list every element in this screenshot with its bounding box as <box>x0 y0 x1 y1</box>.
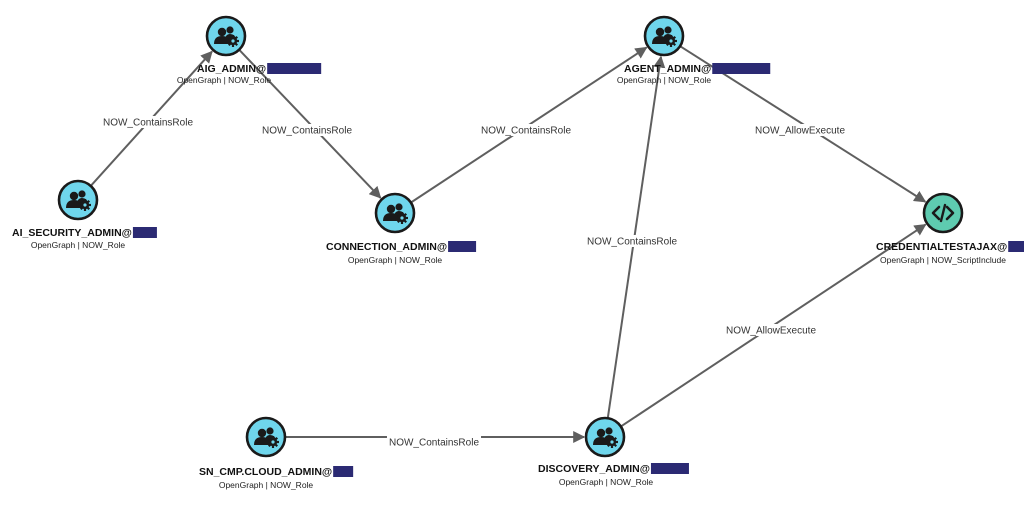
edge-label-background <box>752 124 848 136</box>
edge-aig-conn[interactable]: NOW_ContainsRole <box>239 49 382 199</box>
node-subtitle: OpenGraph | NOW_Role <box>31 240 126 250</box>
redaction-bar <box>333 466 354 477</box>
node-subtitle: OpenGraph | NOW_Role <box>559 477 654 487</box>
edge-sncmp-disc[interactable]: NOW_ContainsRole <box>286 431 586 449</box>
node-title: AIG_ADMIN@ <box>197 63 266 75</box>
edge-disc-agent[interactable]: NOW_ContainsRole <box>584 55 680 418</box>
node-circle[interactable] <box>205 15 247 57</box>
edge-label-background <box>723 324 819 336</box>
node-title: DISCOVERY_ADMIN@ <box>538 463 650 475</box>
node-circle[interactable] <box>245 416 287 458</box>
users-gear-icon <box>254 427 279 448</box>
node-subtitle: OpenGraph | NOW_Role <box>219 480 314 490</box>
edge-label-background <box>584 235 680 247</box>
node-circle[interactable] <box>374 192 416 234</box>
edge-label-background <box>259 124 355 136</box>
users-gear-icon <box>214 26 239 47</box>
users-gear-icon <box>383 203 408 224</box>
node-disc[interactable]: DISCOVERY_ADMIN@ OpenGraph | NOW_Role <box>538 416 689 487</box>
edge-label: NOW_ContainsRole <box>262 126 352 137</box>
redaction-bar <box>448 241 477 252</box>
node-subtitle: OpenGraph | NOW_Role <box>617 75 712 85</box>
edge-label: NOW_ContainsRole <box>481 126 571 137</box>
node-circle[interactable] <box>643 15 685 57</box>
edge-label-background <box>478 124 574 136</box>
node-aisec[interactable]: AI_SECURITY_ADMIN@OpenGraph | NOW_Role <box>12 179 157 250</box>
edge-disc-cred[interactable]: NOW_AllowExecute <box>621 223 927 427</box>
redaction-bar <box>1008 241 1024 252</box>
edge-label-background <box>386 436 482 448</box>
node-title: CREDENTIALTESTAJAX@ <box>876 241 1007 253</box>
redaction-bar <box>712 63 771 74</box>
edge-label: NOW_ContainsRole <box>587 237 677 248</box>
node-aig[interactable]: AIG_ADMIN@OpenGraph | NOW_Role <box>177 15 322 85</box>
nodes-layer: AIG_ADMIN@OpenGraph | NOW_RoleAGENT_ADMI… <box>12 15 1024 490</box>
node-sncmp[interactable]: SN_CMP.CLOUD_ADMIN@ OpenGraph | NOW_Role <box>199 416 354 490</box>
node-subtitle: OpenGraph | NOW_Role <box>177 75 272 85</box>
users-gear-icon <box>652 26 677 47</box>
code-icon <box>931 203 955 223</box>
node-cred[interactable]: CREDENTIALTESTAJAX@ OpenGraph | NOW_Scrip… <box>876 192 1024 265</box>
node-subtitle: OpenGraph | NOW_Role <box>348 255 443 265</box>
node-circle[interactable] <box>57 179 99 221</box>
edge-label: NOW_ContainsRole <box>103 118 193 129</box>
node-title: SN_CMP.CLOUD_ADMIN@ <box>199 466 332 478</box>
node-subtitle: OpenGraph | NOW_ScriptInclude <box>880 255 1006 265</box>
node-title: AI_SECURITY_ADMIN@ <box>12 227 132 239</box>
node-circle[interactable] <box>584 416 626 458</box>
node-agent[interactable]: AGENT_ADMIN@OpenGraph | NOW_Role <box>617 15 771 85</box>
edge-label: NOW_ContainsRole <box>389 438 479 449</box>
node-conn[interactable]: CONNECTION_ADMIN@ OpenGraph | NOW_Role <box>326 192 477 265</box>
redaction-bar <box>132 227 157 238</box>
users-gear-icon <box>66 190 91 211</box>
redaction-bar <box>650 463 689 474</box>
redaction-bar <box>267 63 322 74</box>
edge-aisec-aig[interactable]: NOW_ContainsRole <box>90 50 213 186</box>
edge-label-background <box>100 116 196 128</box>
users-gear-icon <box>593 427 618 448</box>
node-title: AGENT_ADMIN@ <box>624 63 711 75</box>
edge-label: NOW_AllowExecute <box>726 326 816 337</box>
edge-conn-agent[interactable]: NOW_ContainsRole <box>411 46 648 203</box>
edge-label: NOW_AllowExecute <box>755 126 845 137</box>
node-title: CONNECTION_ADMIN@ <box>326 241 447 253</box>
